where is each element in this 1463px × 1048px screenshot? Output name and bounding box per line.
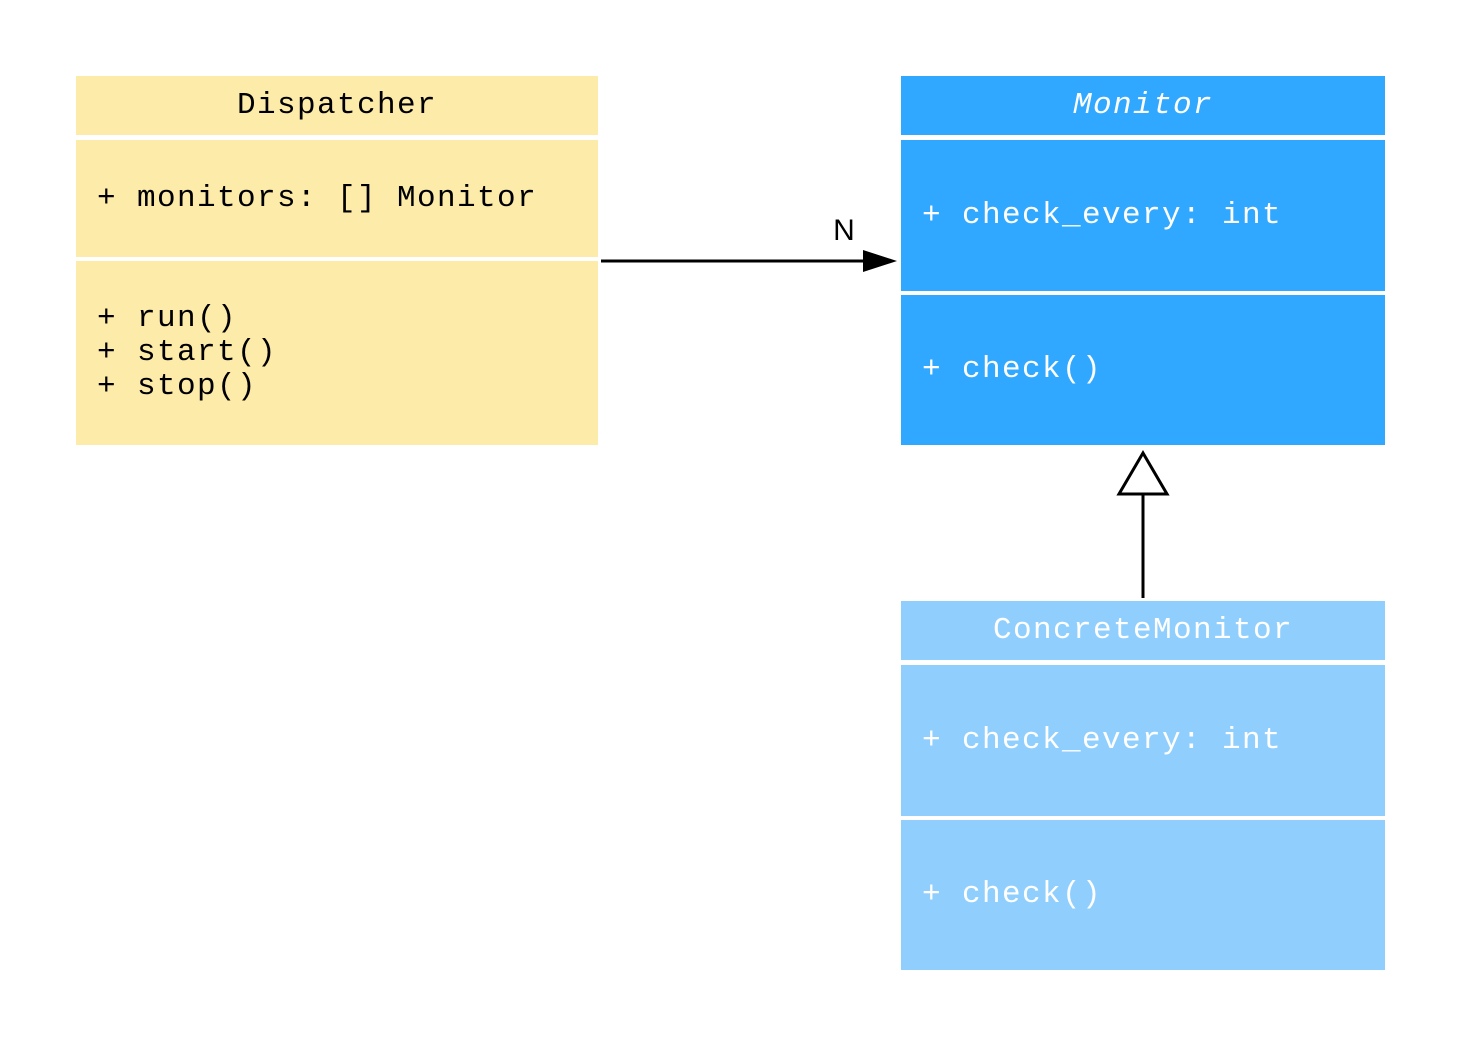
method: + stop(): [97, 369, 258, 404]
inheritance-arrow: [1116, 450, 1170, 598]
attribute: + monitors: [] Monitor: [97, 180, 538, 216]
method: + start(): [97, 335, 278, 370]
method: + check(): [922, 352, 1103, 387]
dispatcher-attributes: + monitors: [] Monitor: [76, 140, 598, 257]
concrete-monitor-name: ConcreteMonitor: [901, 601, 1385, 660]
association-arrow: N: [601, 214, 897, 272]
monitor-name: Monitor: [901, 76, 1385, 135]
monitor-attributes: + check_every: int: [901, 140, 1385, 291]
concrete-monitor-attributes: + check_every: int: [901, 665, 1385, 816]
method: + check(): [922, 877, 1103, 912]
attribute: + check_every: int: [922, 197, 1283, 233]
arrowhead-icon: [863, 250, 897, 272]
hollow-triangle-icon: [1116, 450, 1170, 496]
monitor-methods: + check(): [901, 295, 1385, 445]
multiplicity-label: N: [833, 214, 855, 247]
attribute: + check_every: int: [922, 722, 1283, 758]
concrete-monitor-methods: + check(): [901, 820, 1385, 970]
method: + run(): [97, 301, 238, 336]
dispatcher-name: Dispatcher: [76, 76, 598, 135]
dispatcher-methods: + run() + start() + stop(): [76, 261, 598, 445]
